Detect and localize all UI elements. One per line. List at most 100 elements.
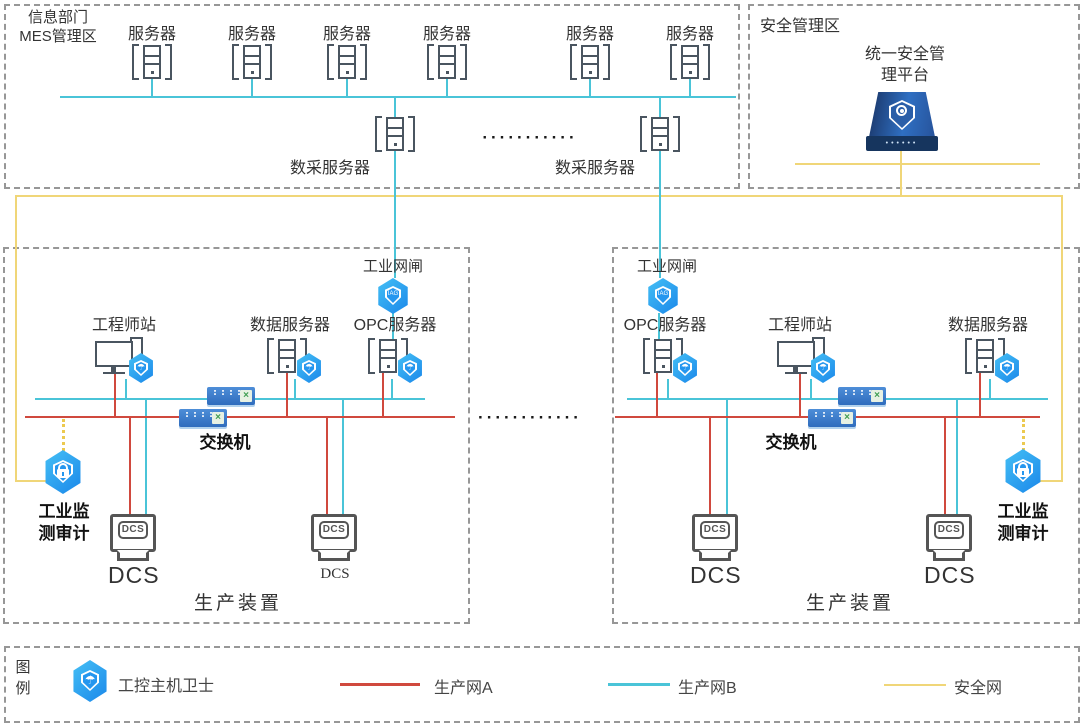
security-net-dotted-tap-left	[62, 419, 65, 451]
dcs-net-a-drop	[944, 418, 946, 514]
legend-title-line1: 图	[15, 659, 31, 676]
switch-label: 交换机	[765, 433, 817, 452]
switch-icon: ::::×	[838, 387, 886, 405]
device-label-engineer: 工程师站	[91, 317, 156, 334]
dcs-net-a-drop	[326, 418, 328, 514]
security-zone-label: 安全管理区	[760, 18, 841, 35]
device-net-b-drop	[989, 379, 991, 399]
legend-item-net-b: 生产网B	[678, 680, 737, 697]
device-net-b-drop	[294, 379, 296, 399]
dcs-net-b-drop	[145, 400, 147, 514]
dcs-net-a-drop	[709, 418, 711, 514]
security-net-line	[1040, 480, 1063, 482]
server-label: 服务器	[565, 26, 614, 43]
device-label-data-server: 数据服务器	[947, 317, 1028, 334]
ellipsis-dots: ············	[478, 408, 582, 427]
dcs-label: DCS	[320, 566, 350, 582]
gateway-to-opc-line	[658, 313, 660, 339]
host-guard-badge-icon: ☂	[398, 353, 422, 383]
mes-zone-label-line1: 信息部门	[27, 9, 88, 26]
dcs-label: DCS	[924, 562, 976, 588]
server-drop-line	[446, 78, 448, 97]
server-drop-line	[251, 78, 253, 97]
gateway-label: 工业网闸	[636, 258, 697, 275]
device-net-a-drop	[114, 373, 116, 417]
device-label-opc-server: OPC服务器	[353, 317, 437, 334]
mes-zone-box	[4, 4, 740, 189]
security-platform-label: 统一安全管 理平台	[845, 44, 965, 86]
ellipsis-dots: ···········	[482, 128, 578, 147]
server-label: 服务器	[322, 26, 371, 43]
legend-item-net-a: 生产网A	[434, 680, 493, 697]
production-unit-box-right	[612, 247, 1080, 624]
daq-server-icon	[640, 116, 680, 152]
dcs-icon: DCS	[926, 514, 974, 564]
server-label: 服务器	[422, 26, 471, 43]
device-net-a-drop	[799, 373, 801, 417]
switch-icon: ::::×	[808, 409, 856, 427]
daq-server-label: 数采服务器	[289, 160, 370, 177]
server-icon	[427, 44, 467, 80]
switch-icon: ::::×	[207, 387, 255, 405]
security-net-line	[1061, 195, 1063, 482]
server-drop-line	[689, 78, 691, 97]
legend-title-line2: 例	[15, 680, 31, 697]
host-guard-badge-icon: ☂	[673, 353, 697, 383]
server-drop-line	[589, 78, 591, 97]
mes-zone-label: 信息部门 MES管理区	[8, 8, 108, 46]
security-net-line	[15, 480, 46, 482]
dcs-net-b-drop	[726, 400, 728, 514]
server-drop-line	[346, 78, 348, 97]
security-zone-box	[748, 4, 1080, 189]
dcs-label: DCS	[690, 562, 742, 588]
security-net-dotted-tap-right	[1022, 419, 1025, 451]
industrial-audit-label: 工业监 测审计	[981, 501, 1065, 545]
production-unit-label: 生产装置	[193, 593, 282, 614]
legend-item-host-guard: 工控主机卫士	[118, 678, 215, 695]
switch-icon: ::::×	[179, 409, 227, 427]
legend-item-security-net: 安全网	[954, 680, 1003, 697]
industrial-audit-label-line1: 工业监	[997, 502, 1049, 521]
industrial-audit-icon	[1005, 449, 1041, 493]
device-net-b-drop	[391, 379, 393, 399]
device-net-a-drop	[286, 373, 288, 417]
device-net-b-drop	[125, 379, 127, 399]
host-guard-badge-icon: ☂	[129, 353, 153, 383]
device-net-b-drop	[810, 379, 812, 399]
production-unit-box-left	[3, 247, 470, 624]
device-net-a-drop	[979, 373, 981, 417]
server-label: 服务器	[227, 26, 276, 43]
legend-line-net-b	[608, 683, 670, 686]
security-net-line	[795, 163, 1040, 165]
device-net-a-drop	[382, 373, 384, 417]
net-a-bus-left	[25, 416, 455, 418]
production-unit-label: 生产装置	[805, 593, 894, 614]
dcs-icon: DCS	[110, 514, 158, 564]
server-icon	[132, 44, 172, 80]
server-label: 服务器	[127, 26, 176, 43]
gateway-to-opc-line	[392, 313, 394, 339]
legend-line-security-net	[884, 684, 946, 686]
host-guard-badge-icon: ☂	[995, 353, 1019, 383]
dcs-label: DCS	[108, 562, 160, 588]
net-b-bus-right	[627, 398, 1048, 400]
server-label: 服务器	[665, 26, 714, 43]
dcs-net-b-drop	[342, 400, 344, 514]
dcs-net-a-drop	[129, 418, 131, 514]
industrial-audit-label-line2: 测审计	[38, 524, 90, 543]
server-icon	[232, 44, 272, 80]
server-drop-line	[151, 78, 153, 97]
security-net-line	[15, 195, 1063, 197]
dcs-net-b-drop	[956, 400, 958, 514]
device-label-opc-server: OPC服务器	[623, 317, 707, 334]
legend-box	[4, 646, 1080, 723]
host-guard-badge-icon: ☂	[297, 353, 321, 383]
server-icon	[670, 44, 710, 80]
host-guard-badge-icon: ☂	[811, 353, 835, 383]
dcs-icon: DCS	[692, 514, 740, 564]
daq-to-gateway-line	[394, 151, 396, 278]
security-platform-label-line2: 理平台	[880, 67, 929, 84]
security-net-line	[900, 148, 902, 196]
dcs-icon: DCS	[311, 514, 359, 564]
